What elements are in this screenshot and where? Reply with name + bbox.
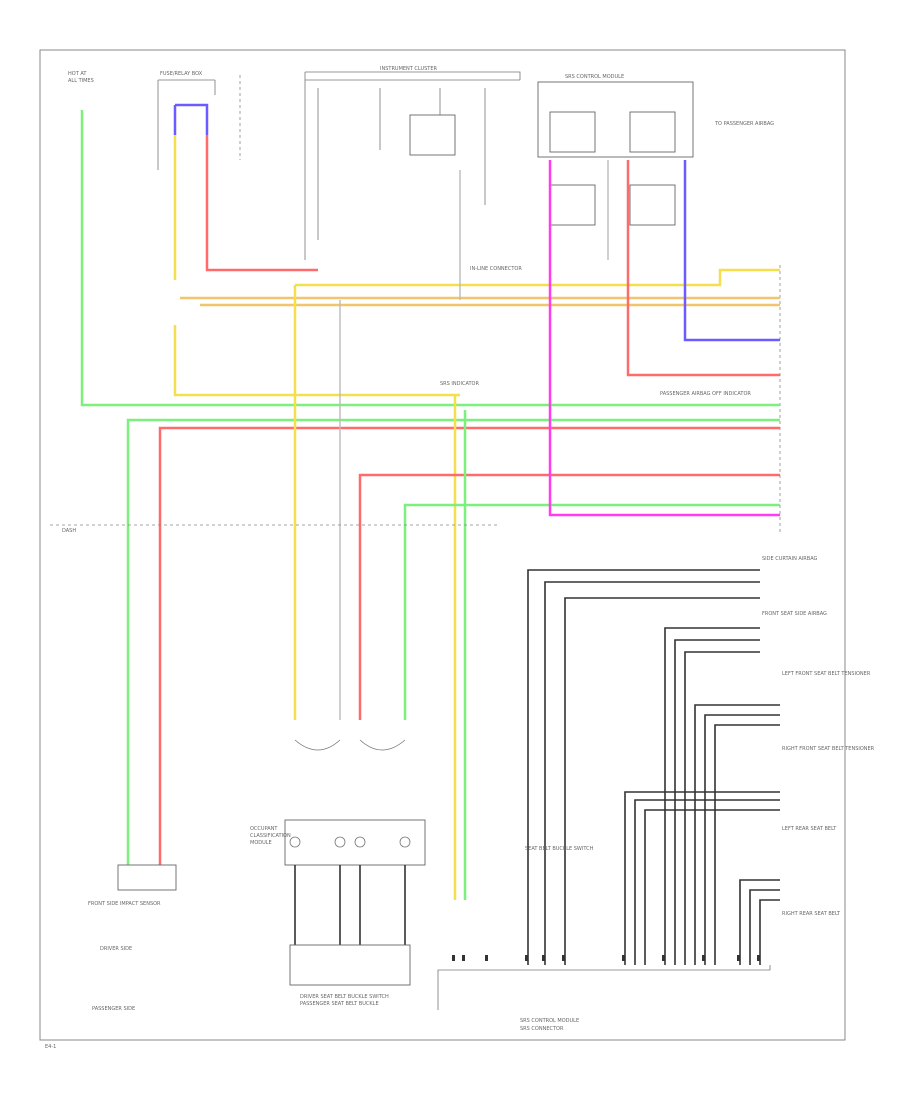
- occupant-wires-down: [294, 865, 406, 945]
- impact-sensor-box: [117, 864, 177, 891]
- label-bottom-left-3: PASSENGER SIDE: [92, 1006, 135, 1012]
- label-srs-indicator: SRS INDICATOR: [440, 381, 479, 387]
- right-block-6: RIGHT REAR SEAT BELT: [782, 911, 841, 917]
- label-bottom-left-2: DRIVER SIDE: [100, 946, 132, 952]
- wire-black-8: [704, 714, 780, 965]
- wire-blue-right: [683, 160, 780, 342]
- cluster-sub-box: [409, 114, 456, 156]
- switch-right-arc: [359, 739, 406, 751]
- wire-black-7: [694, 704, 780, 965]
- wire-red-mid: [358, 473, 780, 720]
- wire-black-4: [664, 627, 760, 965]
- right-block-5: LEFT REAR SEAT BELT: [782, 826, 837, 832]
- wire-red-long: [158, 426, 780, 880]
- label-front-seat-right: PASSENGER SEAT BELT BUCKLE: [300, 1001, 379, 1007]
- wire-pink: [548, 160, 780, 517]
- label-all-times: ALL TIMES: [68, 78, 94, 84]
- bottom-pin-row: [452, 955, 760, 961]
- wire-black-14: [749, 889, 780, 965]
- pin-3: [354, 836, 366, 848]
- wire-black-15: [759, 899, 780, 965]
- label-instrument-cluster: INSTRUMENT CLUSTER: [380, 66, 438, 72]
- wire-red-fuse: [205, 135, 318, 272]
- switch-left-arc: [294, 739, 341, 751]
- label-dash: DASH: [62, 528, 76, 534]
- side-module-label-2: CLASSIFICATION: [250, 833, 291, 839]
- wire-green-mid: [403, 503, 780, 720]
- wire-black-3: [564, 597, 760, 965]
- right-block-4: RIGHT FRONT SEAT BELT TENSIONER: [782, 746, 875, 752]
- pin-2: [334, 836, 346, 848]
- side-module-label-1: OCCUPANT: [250, 826, 278, 832]
- corner-code: E4-1: [45, 1044, 56, 1050]
- label-hot-at: HOT AT: [68, 71, 87, 77]
- wire-black-5: [674, 639, 760, 965]
- pin-4: [399, 836, 411, 848]
- wire-black-1: [527, 569, 760, 965]
- side-module-label-3: MODULE: [250, 840, 272, 846]
- label-bottom-left-1: FRONT SIDE IMPACT SENSOR: [88, 901, 161, 907]
- wire-black-13: [739, 879, 780, 965]
- wire-blue-top: [173, 103, 209, 135]
- seat-connector-box: [289, 944, 411, 986]
- label-inline-connector: IN-LINE CONNECTOR: [470, 266, 522, 272]
- instrument-cluster-outline: [304, 71, 521, 260]
- right-block-3: LEFT FRONT SEAT BELT TENSIONER: [782, 671, 871, 677]
- label-bottom-right-2: SRS CONNECTOR: [520, 1026, 564, 1032]
- pin-1: [289, 836, 301, 848]
- cluster-line-a: [317, 88, 486, 240]
- label-srs-module-top: SRS CONTROL MODULE: [565, 74, 624, 80]
- wire-yellow-top: [173, 135, 460, 397]
- srs-module-inner-d: [629, 184, 676, 226]
- srs-module-inner-b: [629, 111, 676, 153]
- wire-green-2: [126, 418, 780, 880]
- wire-green-left: [80, 110, 780, 407]
- label-bottom-center: SEAT BELT BUCKLE SWITCH: [525, 846, 594, 852]
- wire-black-10: [624, 791, 780, 965]
- label-fuse-box: FUSE/RELAY BOX: [160, 71, 203, 77]
- right-block-1: SIDE CURTAIN AIRBAG: [762, 556, 818, 562]
- fuse-box-outline: [157, 79, 216, 170]
- wire-black-6: [684, 651, 760, 965]
- label-front-seat-left: DRIVER SEAT BELT BUCKLE SWITCH: [300, 994, 389, 1000]
- label-bottom-right-1: SRS CONTROL MODULE: [520, 1018, 579, 1024]
- srs-module-inner-c: [549, 184, 596, 226]
- diagram-frame: [39, 49, 846, 1041]
- right-block-2: FRONT SEAT SIDE AIRBAG: [762, 611, 827, 617]
- wire-black-11: [634, 799, 780, 965]
- wire-black-12: [644, 809, 780, 965]
- wire-black-9: [714, 724, 780, 965]
- wire-black-2: [544, 581, 760, 965]
- srs-module-inner-a: [549, 111, 596, 153]
- wire-red-right: [626, 160, 780, 377]
- wire-yellow-h3: [295, 268, 780, 287]
- control-module-outline: [437, 965, 771, 1010]
- label-note-top-right: TO PASSENGER AIRBAG: [714, 121, 774, 127]
- label-airbag-off: PASSENGER AIRBAG OFF INDICATOR: [660, 391, 751, 397]
